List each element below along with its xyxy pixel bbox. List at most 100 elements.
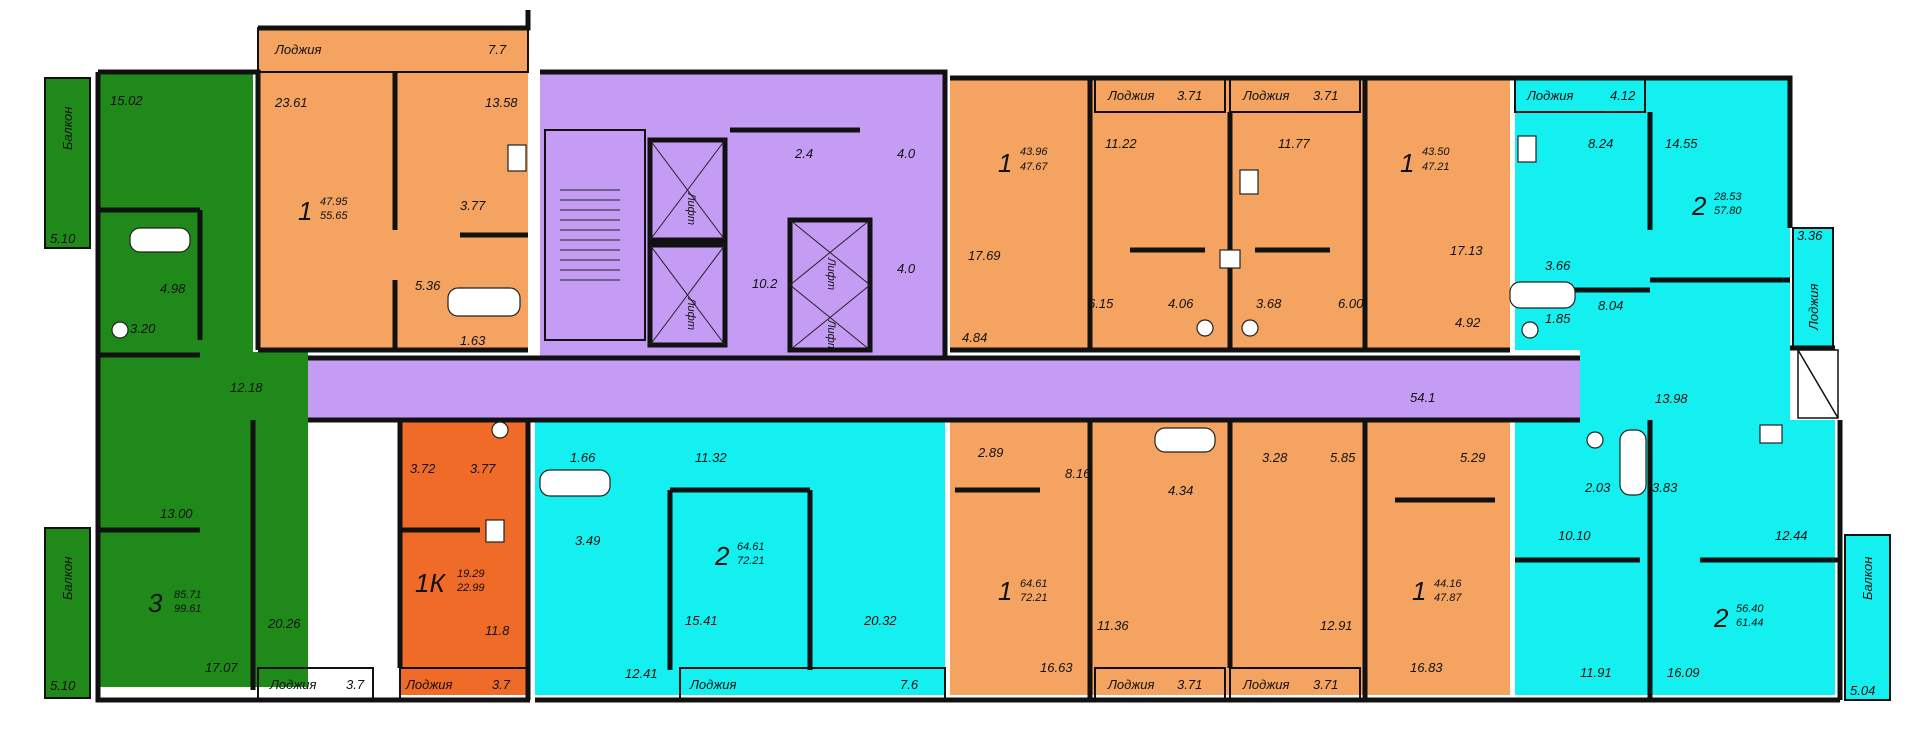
room-area: 5.10 bbox=[50, 678, 76, 693]
common-area-fill bbox=[300, 72, 1580, 418]
common-area: 4.0 bbox=[897, 261, 916, 276]
living-area: 19.29 bbox=[457, 568, 485, 580]
room-area: 8.16 bbox=[1065, 466, 1091, 481]
living-area: 64.61 bbox=[1020, 578, 1048, 590]
room-area: 5.36 bbox=[415, 278, 441, 293]
room-area: 4.06 bbox=[1168, 296, 1194, 311]
living-area: 47.95 bbox=[320, 196, 348, 208]
common-area: 4.0 bbox=[897, 146, 916, 161]
common-area: 2.4 bbox=[794, 146, 813, 161]
room-area: 16.09 bbox=[1667, 665, 1700, 680]
living-area: 44.16 bbox=[1434, 578, 1462, 590]
room-area: 3.20 bbox=[130, 321, 156, 336]
loggia-label: Лоджия bbox=[1526, 88, 1574, 103]
total-area: 47.67 bbox=[1020, 161, 1048, 173]
total-area: 99.61 bbox=[174, 603, 202, 615]
lift-label: Лифт bbox=[825, 319, 837, 352]
total-area: 22.99 bbox=[456, 582, 485, 594]
room-area: 11.32 bbox=[695, 450, 727, 465]
balcony-label: Балкон bbox=[60, 557, 75, 600]
room-area: 16.83 bbox=[1410, 660, 1443, 675]
toilet-icon bbox=[111, 319, 1604, 449]
room-area: 13.00 bbox=[160, 506, 193, 521]
room-area: 14.55 bbox=[1665, 136, 1698, 151]
room-area: 3.71 bbox=[1177, 677, 1202, 692]
room-count: 1 bbox=[1400, 148, 1414, 178]
room-area: 4.12 bbox=[1610, 88, 1636, 103]
room-area: 1.85 bbox=[1545, 311, 1571, 326]
room-area: 3.77 bbox=[460, 198, 486, 213]
room-count: 2 bbox=[1713, 603, 1729, 633]
loggia-label: Лоджия bbox=[405, 677, 453, 692]
room-area: 11.22 bbox=[1105, 136, 1137, 151]
walls bbox=[44, 10, 1891, 703]
room-area: 17.13 bbox=[1450, 243, 1483, 258]
room-area: 3.77 bbox=[470, 461, 496, 476]
room-area: 3.28 bbox=[1262, 450, 1288, 465]
room-area: 17.69 bbox=[968, 248, 1001, 263]
room-area: 10.10 bbox=[1558, 528, 1591, 543]
room-area: 5.04 bbox=[1850, 683, 1875, 698]
total-area: 72.21 bbox=[1020, 592, 1048, 604]
room-area: 12.18 bbox=[230, 380, 263, 395]
loggia-label: Лоджия bbox=[1107, 88, 1155, 103]
apartment-green-3-fill bbox=[45, 72, 308, 698]
loggia-label: Лоджия bbox=[689, 677, 737, 692]
loggia-label: Лоджия bbox=[1242, 677, 1290, 692]
room-area: 11.36 bbox=[1097, 618, 1129, 633]
total-area: 61.44 bbox=[1736, 617, 1764, 629]
room-area: 17.07 bbox=[205, 660, 238, 675]
total-area: 55.65 bbox=[320, 210, 348, 222]
room-area: 12.41 bbox=[625, 666, 658, 681]
room-area: 3.72 bbox=[410, 461, 436, 476]
lift-label: Лифт bbox=[685, 297, 697, 330]
room-area: 4.84 bbox=[962, 330, 987, 345]
room-area: 11.77 bbox=[1278, 136, 1310, 151]
room-count: 1 bbox=[998, 148, 1012, 178]
room-count: 1 bbox=[298, 196, 312, 226]
lift-icon bbox=[649, 139, 871, 351]
room-count: 3 bbox=[148, 588, 163, 618]
loggia-label: Лоджия bbox=[1242, 88, 1290, 103]
room-area: 23.61 bbox=[274, 95, 308, 110]
room-area: 5.10 bbox=[50, 231, 76, 246]
apartment-1k-fill bbox=[400, 420, 528, 695]
room-area: 6.15 bbox=[1088, 296, 1114, 311]
room-area: 7.7 bbox=[488, 42, 507, 57]
living-area: 28.53 bbox=[1713, 191, 1742, 203]
room-area: 5.29 bbox=[1460, 450, 1485, 465]
room-area: 7.6 bbox=[900, 677, 919, 692]
loggia-label: Лоджия bbox=[274, 42, 322, 57]
room-area: 11.91 bbox=[1580, 665, 1612, 680]
room-area: 16.63 bbox=[1040, 660, 1073, 675]
apartment-bottom-cyan-2-fill bbox=[535, 420, 945, 695]
room-area: 3.71 bbox=[1177, 88, 1202, 103]
room-count: 2 bbox=[1691, 191, 1707, 221]
balcony-label: Балкон bbox=[1860, 557, 1875, 600]
total-area: 72.21 bbox=[737, 555, 765, 567]
loggia-label: Лоджия bbox=[269, 677, 317, 692]
room-area: 2.03 bbox=[1584, 480, 1611, 495]
room-area: 4.34 bbox=[1168, 483, 1193, 498]
stove-icon bbox=[485, 135, 1783, 543]
total-area: 47.87 bbox=[1434, 592, 1462, 604]
room-area: 20.26 bbox=[267, 616, 301, 631]
hall-area: 10.2 bbox=[752, 276, 778, 291]
room-area: 3.7 bbox=[346, 677, 365, 692]
room-count: 1 bbox=[998, 576, 1012, 606]
corridor-area: 54.1 bbox=[1410, 390, 1435, 405]
loggia-label: Лоджия bbox=[1806, 283, 1821, 331]
room-area: 4.98 bbox=[160, 281, 186, 296]
room-area: 8.04 bbox=[1598, 298, 1623, 313]
room-area: 13.58 bbox=[485, 95, 518, 110]
living-area: 43.50 bbox=[1422, 146, 1450, 158]
room-area: 3.7 bbox=[492, 677, 511, 692]
stair-icon bbox=[560, 189, 620, 281]
room-area: 20.32 bbox=[863, 613, 897, 628]
room-area: 3.66 bbox=[1545, 258, 1571, 273]
room-area: 8.24 bbox=[1588, 136, 1613, 151]
room-area: 15.41 bbox=[685, 613, 718, 628]
lift-label: Лифт bbox=[685, 192, 697, 225]
room-area: 3.49 bbox=[575, 533, 600, 548]
room-area: 11.8 bbox=[485, 623, 510, 638]
